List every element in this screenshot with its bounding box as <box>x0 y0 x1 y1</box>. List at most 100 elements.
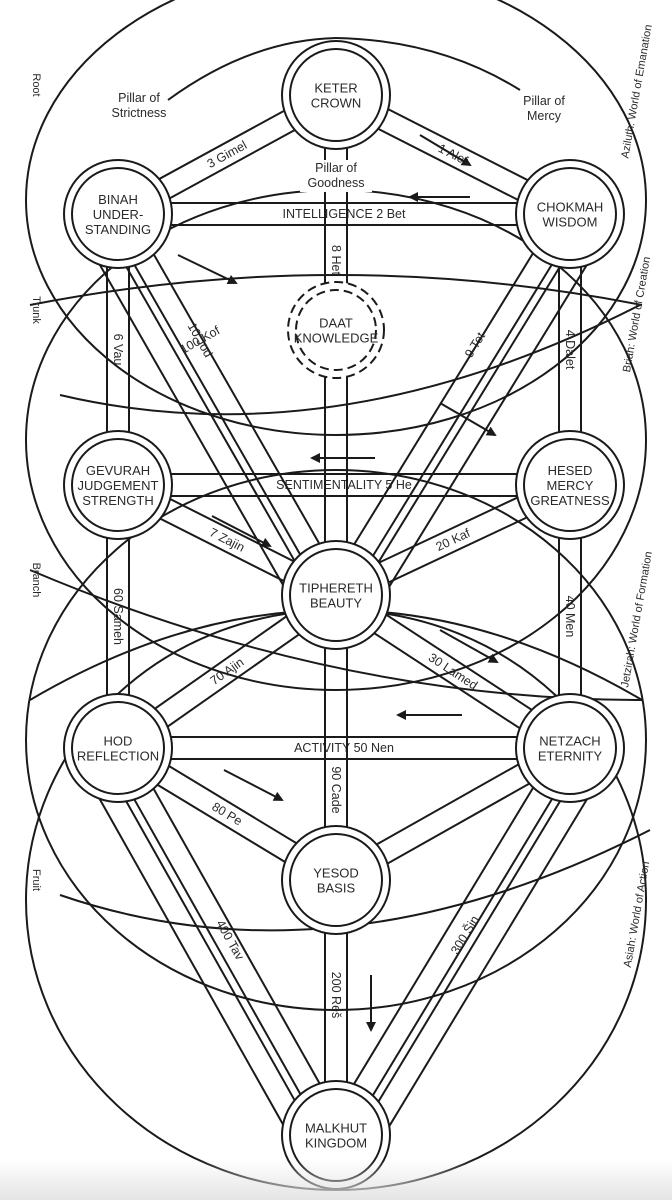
path-edge <box>370 234 606 617</box>
arrows-layer <box>177 134 499 1032</box>
sefirah-label: GREATNESS <box>530 493 610 508</box>
path-edge <box>107 752 328 1141</box>
path-label: INTELLIGENCE 2 Bet <box>283 207 406 221</box>
path-label: 80 Pe <box>209 800 244 829</box>
ellipse-root <box>25 0 647 436</box>
path-label: 7 Zajin <box>207 525 247 554</box>
node-inner-ring <box>289 48 383 142</box>
sefirah-label: REFLECTION <box>77 749 159 764</box>
left-label-fruit: Fruit <box>30 869 42 891</box>
path-netzach-malkhut-outer <box>351 757 606 1157</box>
arrow-down-right-icon <box>439 629 499 663</box>
node-outer-ring <box>63 430 173 540</box>
node-inner-ring <box>71 701 165 795</box>
path-binah-tiphereth: 10 Jod <box>107 208 347 601</box>
path-label: 200 Reš <box>329 972 343 1019</box>
right-label-world-3: Jetzirah: World of Formation <box>619 551 655 689</box>
sefirah-label: KINGDOM <box>305 1136 367 1151</box>
node-outer-ring <box>515 693 625 803</box>
path-label: 20 Kaf <box>434 526 473 554</box>
arc-mercy <box>335 37 521 91</box>
path-label: 400 Tav <box>213 918 247 963</box>
label-bg <box>300 160 372 192</box>
path-label: 6 Vau <box>111 334 125 366</box>
sefirah-label: GEVURAH <box>86 463 150 478</box>
node-outer-ring <box>287 281 385 379</box>
right-label-world-2: Briah: World of Creation <box>621 256 653 373</box>
path-edge <box>344 219 581 602</box>
sefirah-label: MALKHUT <box>305 1121 367 1136</box>
path-edge <box>351 223 588 606</box>
arrow-down-right-icon <box>419 134 472 167</box>
sefirah-label: BASIS <box>317 881 356 896</box>
sefirah-label: HESED <box>548 463 593 478</box>
node-outer-ring <box>515 159 625 269</box>
sefirah-label: DAAT <box>319 316 353 331</box>
node-inner-ring <box>523 167 617 261</box>
sefirah-label: STRENGTH <box>82 493 154 508</box>
node-outer-ring <box>281 540 391 650</box>
sefirah-label: BEAUTY <box>310 596 362 611</box>
pillar-strictness-label-line: Strictness <box>112 106 167 120</box>
arrow-down-right-icon <box>177 254 238 285</box>
path-edge <box>100 222 321 605</box>
path-gevurah-hesed: SENTIMENTALITY 5 He <box>118 473 570 497</box>
path-edge <box>325 741 562 1130</box>
sefirah-label: JUDGEMENT <box>78 478 159 493</box>
arrow-down-right-icon <box>211 515 272 547</box>
sefirah-label: KETER <box>314 81 357 96</box>
sefirah-label: YESOD <box>313 866 359 881</box>
node-inner-ring <box>523 438 617 532</box>
left-label-branch: Branch <box>30 563 42 598</box>
pillar-strictness-label-line: Pillar of <box>118 91 160 105</box>
arc-daat-lens <box>59 304 641 416</box>
sefirah-label: HOD <box>104 734 133 749</box>
node-inner-ring <box>71 167 165 261</box>
path-hod-netzach: ACTIVITY 50 Nen <box>118 736 570 760</box>
node-inner-ring <box>523 701 617 795</box>
path-label: SENTIMENTALITY 5 He <box>276 478 412 492</box>
node-outer-ring <box>63 693 173 803</box>
sefirah-label: ETERNITY <box>538 749 603 764</box>
ellipse-branch <box>25 469 647 1011</box>
path-edge <box>100 756 321 1145</box>
pillar-mercy-label-line: Pillar of <box>523 94 565 108</box>
sefirah-label: CHOKMAH <box>537 200 603 215</box>
sefirah-label: STANDING <box>85 222 151 237</box>
sefirah-label: BINAH <box>98 192 138 207</box>
node-inner-ring <box>71 438 165 532</box>
path-edge <box>325 207 562 590</box>
sefirah-label: WISDOM <box>543 215 598 230</box>
path-label: 90 Cade <box>329 766 343 813</box>
path-edge <box>370 768 606 1157</box>
path-edge <box>81 233 302 616</box>
node-outer-ring <box>515 430 625 540</box>
path-chokmah-tiphereth-outer <box>351 223 606 617</box>
path-binah-tiphereth-outer <box>81 222 321 616</box>
path-label: 60 Sameh <box>111 588 125 645</box>
sefirah-label: KNOWLEDGE <box>294 331 379 346</box>
path-label: ACTIVITY 50 Nen <box>294 741 394 755</box>
path-edge <box>351 757 588 1146</box>
pillar-goodness-label-line: Goodness <box>308 176 365 190</box>
node-inner-ring <box>295 289 377 371</box>
pillar-goodness-label-line: Pillar of <box>315 161 357 175</box>
pillar-mercy-label-line: Mercy <box>527 109 562 123</box>
path-label: 40 Men <box>563 596 577 638</box>
sefirah-label: UNDER- <box>93 207 144 222</box>
